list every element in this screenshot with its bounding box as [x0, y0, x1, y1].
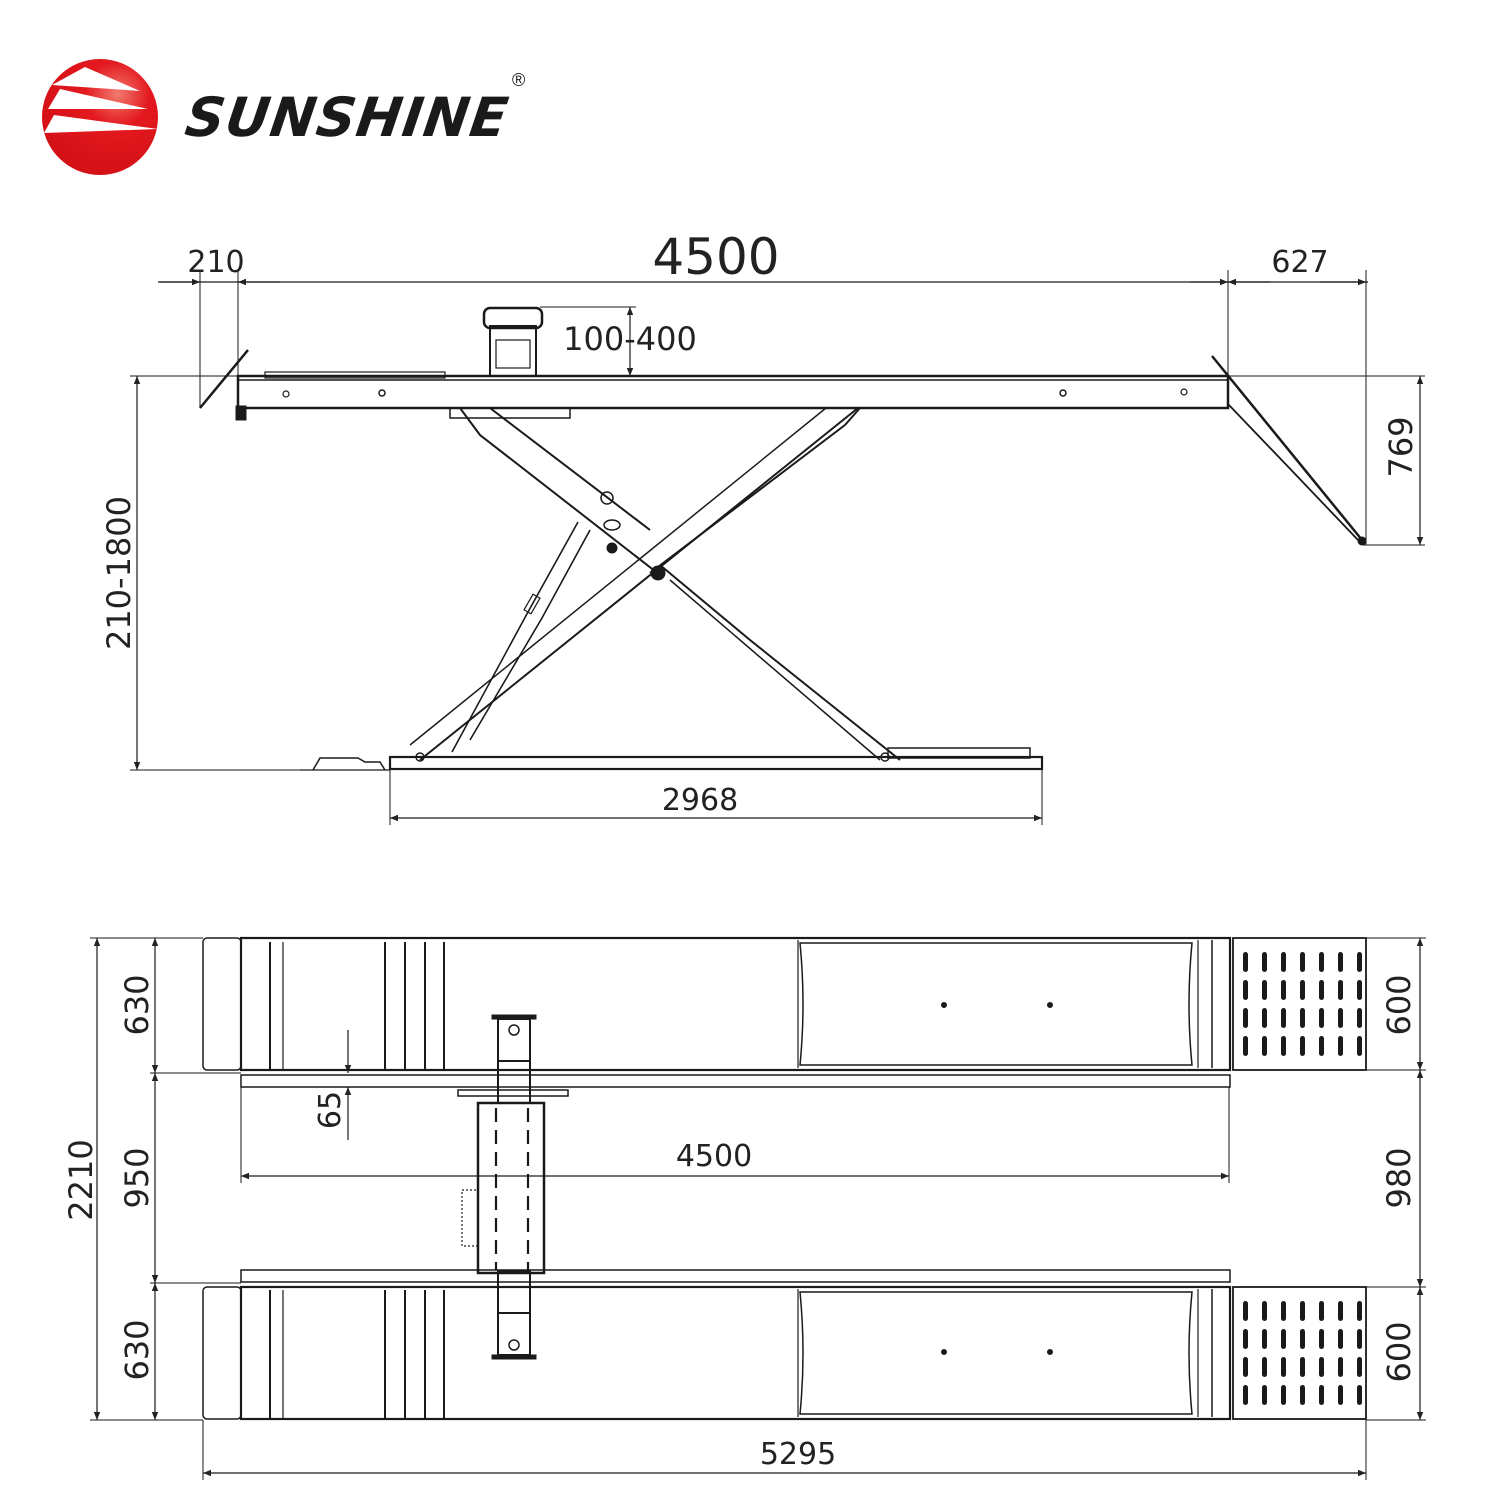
dim-front-ramp-offset: 210 [187, 245, 244, 280]
dim-ramp-width-top: 600 [1380, 974, 1418, 1035]
dim-rear-ramp-length: 627 [1271, 245, 1328, 280]
ramp-perforations [1243, 952, 1362, 1405]
dim-lift-height: 210-1800 [100, 496, 138, 650]
top-ramp [1232, 937, 1367, 1071]
dim-top-platform-length: 4500 [676, 1139, 752, 1174]
dim-platform-width-bottom: 630 [118, 1319, 156, 1380]
dim-rear-ramp-height: 769 [1382, 416, 1420, 477]
sunshine-logo-icon [42, 59, 158, 175]
dim-rail-width: 65 [313, 1091, 348, 1129]
top-view [90, 936, 1426, 1480]
dim-ramp-width-bottom: 600 [1380, 1321, 1418, 1382]
dim-inner-gap: 950 [118, 1147, 156, 1208]
brand-logo: SUNSHINE [40, 59, 513, 175]
dim-overall-width: 2210 [62, 1139, 100, 1220]
dim-platform-length: 4500 [652, 228, 779, 286]
registered-mark: ® [512, 70, 526, 90]
dim-overall-length: 5295 [760, 1437, 836, 1472]
dim-jack-stroke: 100-400 [563, 320, 697, 358]
crossbeam-jack [457, 1014, 569, 1360]
dim-platform-width-top: 630 [118, 974, 156, 1035]
top-platform [202, 936, 1232, 1088]
bottom-platform [202, 1269, 1232, 1421]
side-view [130, 270, 1425, 825]
dim-ramp-gap: 980 [1380, 1147, 1418, 1208]
bottom-ramp [1232, 1286, 1367, 1420]
dim-base-length: 2968 [662, 783, 738, 818]
